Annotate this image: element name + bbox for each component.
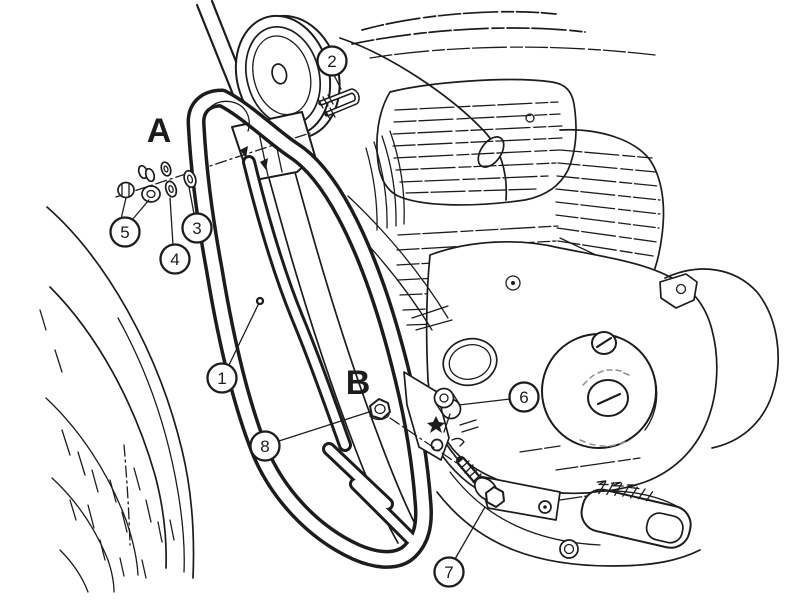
svg-text:7: 7 (444, 563, 453, 582)
svg-text:1: 1 (217, 369, 226, 388)
hardware-spacer-6 (433, 387, 462, 433)
large-cap (587, 379, 629, 417)
cables (339, 10, 656, 201)
cylinder-head-outline (376, 78, 577, 206)
front-disc (234, 14, 341, 140)
svg-text:8: 8 (260, 437, 269, 456)
svg-text:3: 3 (192, 219, 201, 238)
nut (141, 185, 161, 203)
callout-8: 8 (249, 411, 370, 462)
bolt-head (117, 181, 135, 199)
svg-text:5: 5 (120, 223, 129, 242)
callout-5: 5 (109, 197, 150, 248)
callout-1: 1 (206, 296, 265, 394)
front-fender (39, 206, 195, 593)
hardware-nut-8 (369, 398, 391, 421)
engine (365, 78, 779, 495)
clutch-cover (541, 331, 658, 449)
footpeg (580, 480, 692, 549)
callout-6: 6 (458, 381, 540, 413)
engine-guard-bar (186, 88, 433, 569)
callout-3: 3 (181, 186, 213, 244)
svg-text:6: 6 (519, 388, 528, 407)
hardware-u-bolt (317, 88, 360, 120)
frame-bolt (559, 539, 579, 559)
cover-lettering (579, 369, 630, 447)
star-marker (427, 416, 445, 433)
callout-2: 2 (316, 45, 348, 90)
label-a: A (147, 112, 172, 150)
label-b: B (346, 364, 371, 402)
washer-4 (164, 180, 178, 198)
cover-tab (659, 273, 698, 309)
bolt-head-7 (485, 486, 505, 508)
head-fins (392, 101, 563, 194)
fender-hatching (39, 309, 175, 579)
hardware-bolt-nut-washers (117, 161, 197, 203)
callout-4: 4 (159, 197, 191, 275)
washer-3 (183, 169, 197, 189)
side-cover (664, 268, 779, 449)
head-left-fins (365, 130, 405, 231)
hardware-bolt-7 (456, 456, 505, 508)
svg-text:4: 4 (170, 250, 179, 269)
callout-7: 7 (433, 506, 486, 588)
lower-assembly (429, 429, 701, 567)
svg-text:2: 2 (327, 52, 336, 71)
washer (160, 161, 172, 177)
